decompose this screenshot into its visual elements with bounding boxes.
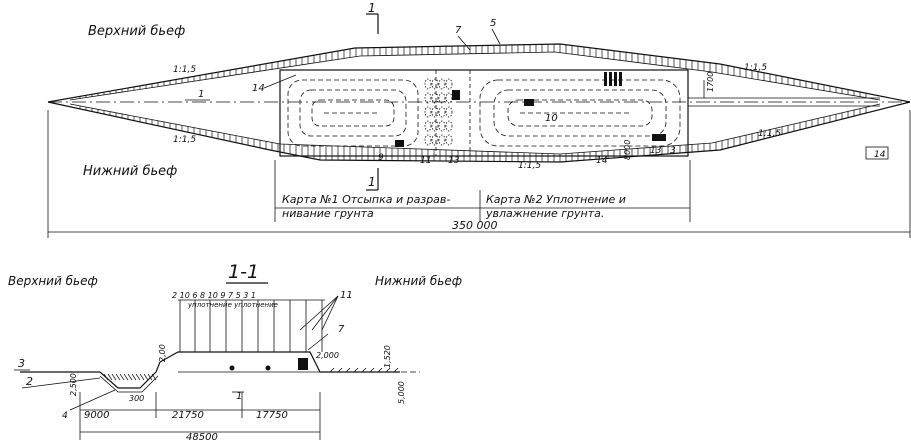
dim-9000: 9000: [84, 410, 109, 421]
dim-right-gap: 1700: [706, 72, 715, 92]
equipment-rollers-group-icon: [604, 72, 622, 86]
map1-label-line1: Карта №1 Отсыпка и разрав-: [282, 193, 450, 206]
section-title: 1-1: [228, 261, 259, 283]
embankment-profile: [20, 351, 400, 389]
callout-10: 11: [420, 156, 431, 166]
section-mark-bottom: 1: [368, 175, 376, 189]
section-equipment-icon: [298, 358, 308, 370]
dim-21750: 21750: [172, 410, 204, 421]
callout-12b: 13: [650, 146, 662, 156]
dim-48500: 48500: [186, 432, 218, 443]
map2-label-line1: Карта №2 Уплотнение и: [486, 193, 626, 206]
dim-small: 8000: [623, 140, 632, 160]
callout-13: 14: [596, 156, 608, 166]
column-caption: уплотнение уплотнение: [187, 301, 278, 309]
callout-12: 13: [448, 156, 460, 166]
dim-depth-left: 2,500: [69, 373, 78, 396]
equipment-truck-icon: [452, 90, 460, 100]
elev-left: 2,00: [158, 344, 167, 362]
slope-bottom-left: 1:1,5: [173, 135, 196, 145]
map1-label-line2: нивание грунта: [282, 207, 374, 220]
equipment-bulldozer-icon: [395, 140, 404, 147]
total-length-label: 350 000: [452, 219, 498, 232]
section-hatch: [103, 367, 399, 381]
column-rods: [179, 300, 323, 352]
callout-14: 14: [874, 150, 886, 160]
slope-top-left: 1:1,5: [173, 65, 196, 75]
map2-route: [479, 79, 681, 147]
equipment-sprinkler-icon: [652, 134, 666, 141]
callout-1: 1: [198, 89, 204, 100]
slope-bottom-mid: 1:1,5: [518, 161, 541, 171]
map1-route: [287, 79, 419, 147]
section-callout-3: 3: [18, 357, 25, 370]
plan-view: 1 Верхний бьеф Нижний бьеф: [47, 1, 911, 238]
equipment-roller-icon: [524, 99, 534, 106]
hatch-upstream-slope: [79, 44, 867, 99]
work-area-frame: [279, 69, 689, 157]
dim-17750: 17750: [256, 410, 288, 421]
plan-downstream-label: Нижний бьеф: [83, 164, 177, 179]
section-callout-4: 4: [62, 411, 68, 421]
callout-11: 14: [252, 83, 265, 94]
section-callout-11: 11: [340, 290, 353, 301]
plan-callouts: 1 5 7 14 9 11 13 14 10 14 13 3: [185, 18, 889, 166]
callout-9: 10: [545, 113, 558, 124]
section-downstream-label: Нижний бьеф: [375, 274, 462, 288]
map2-label-line2: увлажнение грунта.: [485, 207, 604, 220]
slope-bottom-right: 1:1,5: [758, 129, 781, 139]
section-callout-1: 1: [236, 391, 242, 402]
section-view: Верхний бьеф Нижний бьеф 1-1 2 10 6 8 10…: [8, 261, 462, 443]
callout-5: 7: [455, 25, 462, 36]
section-upstream-label: Верхний бьеф: [8, 274, 98, 288]
section-mark-top: 1: [368, 1, 376, 15]
section-callout-7: 7: [338, 324, 345, 335]
slope-top-right: 1:1,5: [744, 63, 767, 73]
callout-3: 3: [670, 146, 676, 156]
dim-depth-right: 5,000: [397, 381, 406, 404]
plan-upstream-label: Верхний бьеф: [88, 24, 185, 39]
section-callout-2: 2: [26, 375, 33, 388]
callout-7: 9: [378, 153, 384, 163]
callout-4: 5: [490, 18, 496, 29]
dim-300: 300: [129, 394, 144, 403]
elev-right: 2,000: [316, 351, 339, 360]
soil-piles: [424, 78, 453, 146]
column-numbers: 2 10 6 8 10 9 7 5 3 1: [172, 291, 256, 300]
elev-far-right: 1,520: [383, 345, 392, 368]
